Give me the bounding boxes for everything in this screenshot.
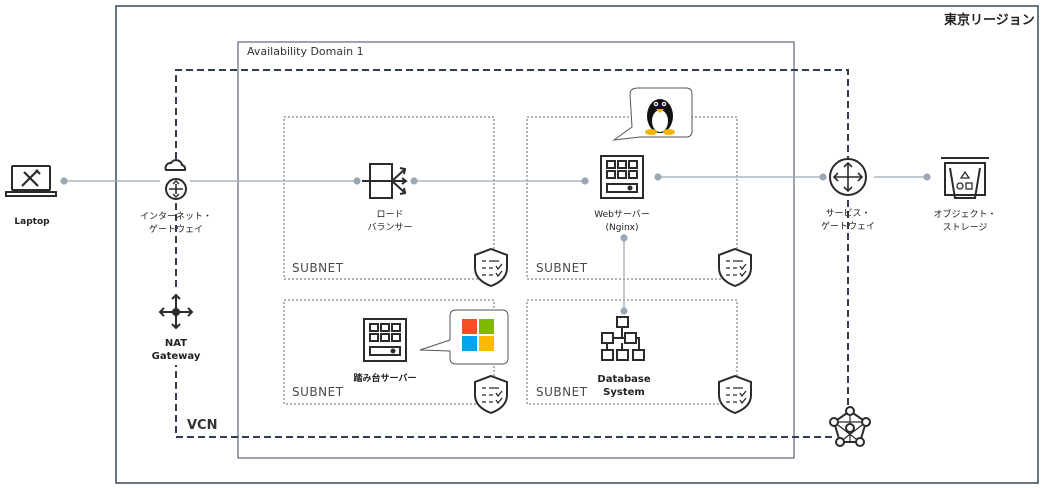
bastion-server-icon [363,318,407,362]
region-label: 東京リージョン [944,13,1035,28]
bastion-label: 踏み台サーバー [353,374,417,384]
object-storage-label-line2: ストレージ [942,223,988,233]
internet-gateway-label: インターネット・ ゲートウェイ [136,211,216,237]
linux-callout [612,87,693,141]
service-gateway-label-line1: サービス・ [825,209,871,219]
subnet-label: SUBNET [292,261,344,275]
nat-gateway-label: NAT Gateway [146,337,206,363]
laptop-icon [5,165,57,197]
database-label: Database System [584,373,664,399]
web-server-label: Webサーバー (Nginx) [582,209,662,235]
security-list-shield-icon [474,247,508,288]
database-system-icon [601,316,645,361]
internet-gateway-icon [164,159,187,200]
internet-gateway-label-line2: ゲートウェイ [148,225,203,235]
windows-logo-icon [462,319,494,351]
subnet-database [526,299,738,405]
security-list-shield-icon [718,374,752,415]
nat-gateway-label-line1: NAT [164,338,188,349]
subnet-load-balancer [283,116,495,280]
security-list-shield-icon [718,247,752,288]
vcn-label: VCN [187,418,218,433]
load-balancer-icon [362,163,408,199]
service-gateway-icon [829,158,867,196]
load-balancer-label: ロード バランサー [355,209,425,235]
load-balancer-label-line1: ロード [376,210,404,220]
object-storage-icon [941,157,989,199]
vcn-network-icon [829,406,871,447]
web-server-label-line2: (Nginx) [605,223,639,233]
web-server-label-line1: Webサーバー [594,210,650,220]
security-list-shield-icon [474,374,508,415]
region-boundary [115,5,1039,484]
internet-gateway-label-line1: インターネット・ [139,212,212,222]
subnet-label: SUBNET [292,385,344,399]
linux-penguin-icon [645,99,675,135]
nat-gateway-icon [158,293,194,330]
load-balancer-label-line2: バランサー [367,223,413,233]
service-gateway-label-line2: ゲートウェイ [820,222,875,232]
subnet-label: SUBNET [536,261,588,275]
object-storage-label-line1: オブジェクト・ [933,210,997,220]
service-gateway-label: サービス・ ゲートウェイ [808,208,888,234]
subnet-label: SUBNET [536,385,588,399]
database-label-line2: System [603,387,645,398]
windows-callout [419,309,509,365]
availability-domain-label: Availability Domain 1 [247,45,364,58]
database-label-line1: Database [597,374,651,385]
connectors [60,173,931,315]
nat-gateway-label-line2: Gateway [151,351,201,362]
availability-domain-boundary [237,41,795,459]
web-server-icon [600,155,644,199]
object-storage-label: オブジェクト・ ストレージ [925,209,1005,235]
vcn-boundary [175,69,849,438]
laptop-label: Laptop [14,217,50,227]
